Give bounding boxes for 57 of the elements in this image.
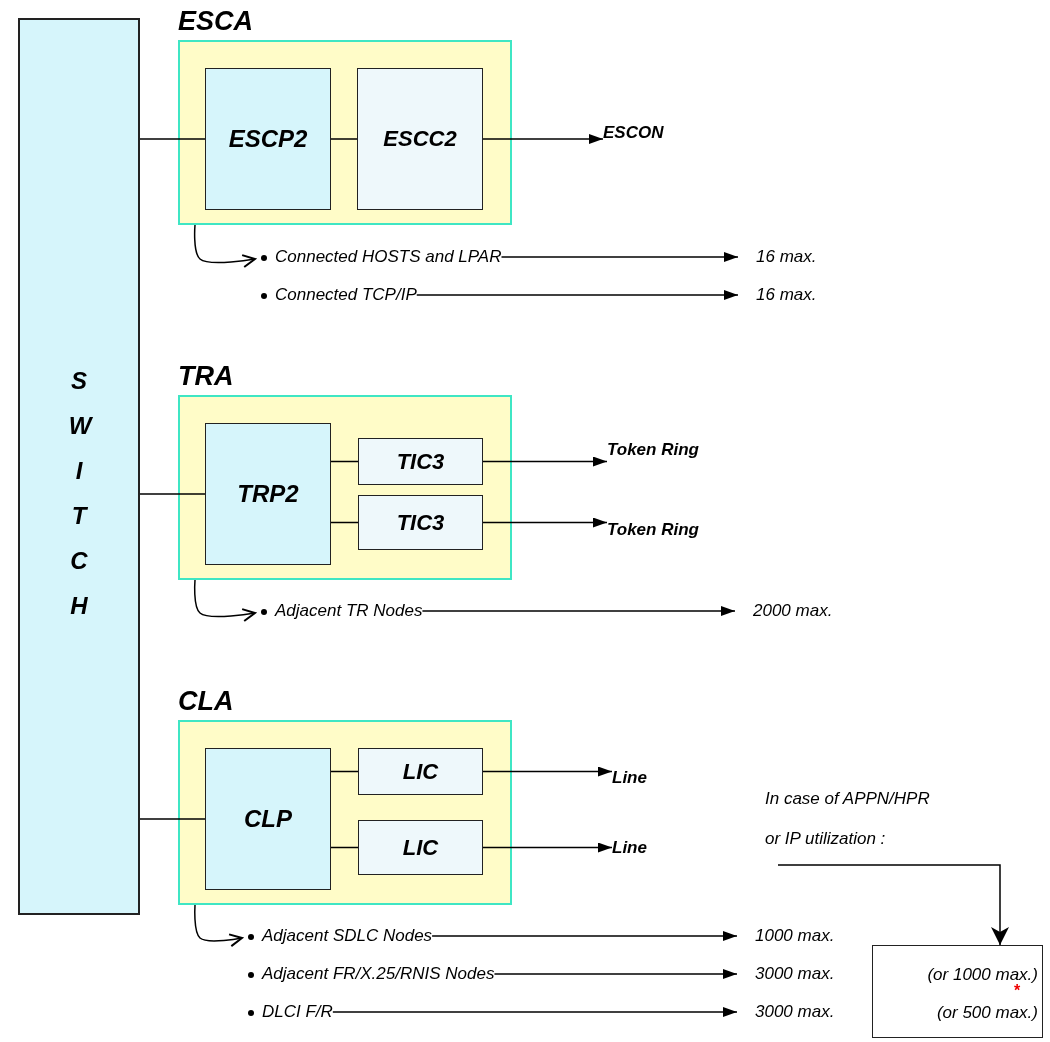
note-text: In case of APPN/HPR or IP utilization : (765, 779, 940, 865)
connector-line (330, 770, 359, 773)
arrow (193, 579, 256, 622)
connector-line (330, 846, 359, 849)
arrow (421, 606, 736, 616)
coupler-box: TIC3 (358, 438, 483, 485)
link-label: ESCON (603, 122, 664, 144)
arrow (416, 290, 739, 300)
coupler-box: LIC (358, 820, 483, 875)
arrow (482, 766, 613, 777)
limit-value: 16 max. (738, 246, 817, 268)
coupler-box: LIC (358, 748, 483, 795)
link-label: Line (612, 767, 647, 789)
processor-box: TRP2 (205, 423, 331, 565)
processor-box: CLP (205, 748, 331, 890)
limit-value: 3000 max. (737, 1001, 835, 1023)
bullet-text: Adjacent FR/X.25/RNIS Nodes (246, 963, 495, 985)
limit-value: 16 max. (738, 284, 817, 306)
switch-bar (18, 18, 140, 915)
alternative-limit: (or 500 max.) (936, 1002, 1038, 1024)
arrow (777, 864, 1009, 946)
arrow (482, 517, 608, 528)
arrow (431, 931, 738, 941)
connector-line (139, 138, 206, 140)
link-label: Token Ring (607, 439, 699, 461)
bullet-text: Connected TCP/IP (259, 284, 417, 306)
coupler-box: ESCC2 (357, 68, 483, 210)
alternative-limit: (or 1000 max.) (927, 964, 1038, 985)
connector-line (139, 818, 206, 820)
limit-value: 3000 max. (737, 963, 835, 985)
arrow (482, 456, 608, 467)
processor-box: ESCP2 (205, 68, 331, 210)
adapter-heading: ESCA (178, 6, 253, 36)
connector-line (330, 138, 358, 140)
link-label: Line (612, 837, 647, 859)
arrow (482, 842, 613, 853)
connector-line (139, 493, 206, 495)
bullet-text: Adjacent TR Nodes (259, 600, 423, 622)
bullet-text: DLCI F/R (246, 1001, 333, 1023)
adapter-heading: CLA (178, 686, 234, 716)
link-label: Token Ring (607, 519, 699, 541)
connector-line (330, 521, 359, 524)
footnote-mark: * (1014, 982, 1021, 1000)
limit-value: 1000 max. (737, 925, 835, 947)
alternative-box (872, 945, 1043, 1038)
arrow (193, 224, 256, 268)
coupler-box: TIC3 (358, 495, 483, 550)
arrow (493, 969, 738, 979)
bullet-text: Connected HOSTS and LPAR (259, 246, 502, 268)
adapter-heading: TRA (178, 361, 234, 391)
arrow (500, 252, 739, 262)
limit-value: 2000 max. (735, 600, 833, 622)
arrow (482, 134, 604, 144)
arrow (194, 904, 243, 948)
connector-line (330, 460, 359, 463)
bullet-text: Adjacent SDLC Nodes (246, 925, 433, 947)
arrow (332, 1007, 738, 1017)
